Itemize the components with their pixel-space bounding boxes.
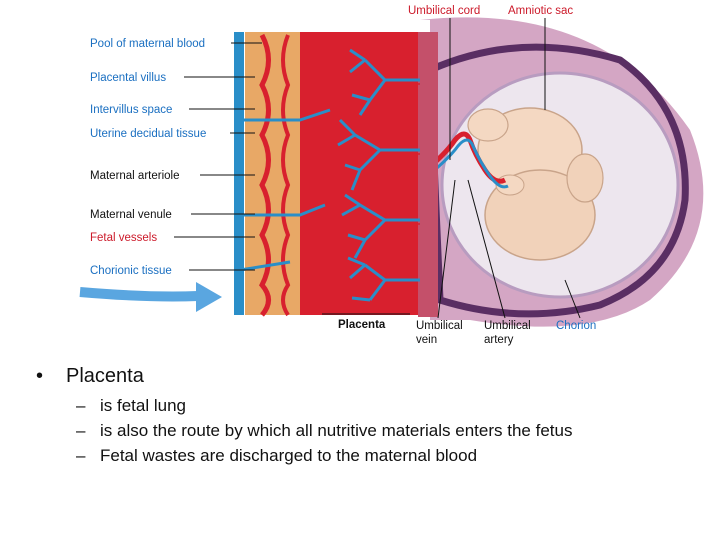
sub-bullet-item: – Fetal wastes are discharged to the mat… bbox=[76, 443, 716, 468]
dash-icon: – bbox=[76, 421, 86, 440]
label-pool: Pool of maternal blood bbox=[90, 38, 205, 50]
bullet-title: Placenta bbox=[66, 365, 144, 387]
dash-icon: – bbox=[76, 396, 86, 415]
sub-bullet-text: is fetal lung bbox=[100, 396, 186, 415]
label-amniotic-sac: Amniotic sac bbox=[508, 5, 573, 17]
chorion-membrane bbox=[426, 43, 689, 318]
label-chorion: Chorion bbox=[556, 320, 596, 332]
label-placenta: Placenta bbox=[338, 319, 386, 331]
label-villus: Placental villus bbox=[90, 72, 166, 84]
label-intervillus: Intervillus space bbox=[90, 104, 172, 116]
bullet-placenta: • Placenta bbox=[36, 363, 716, 389]
label-umbilical-artery: Umbilical bbox=[484, 320, 531, 332]
label-venule: Maternal venule bbox=[90, 209, 172, 221]
chorionic-plate bbox=[418, 32, 438, 317]
dash-icon: – bbox=[76, 446, 86, 465]
label-umbilical-cord: Umbilical cord bbox=[408, 5, 480, 17]
slide-bullets: • Placenta – is fetal lung – is also the… bbox=[36, 363, 716, 468]
fetus bbox=[467, 107, 604, 261]
label-fetal-vessels: Fetal vessels bbox=[90, 232, 157, 244]
placental-villi bbox=[337, 48, 420, 302]
placenta-diagram: Pool of maternal blood Placental villus … bbox=[79, 5, 704, 346]
decidual-tissue bbox=[245, 32, 300, 315]
maternal-vein-channel bbox=[234, 32, 244, 315]
sub-bullet-list: – is fetal lung – is also the route by w… bbox=[76, 393, 716, 468]
label-umbilical-artery-2: artery bbox=[484, 334, 514, 346]
label-decidual: Uterine decidual tissue bbox=[90, 128, 206, 140]
sub-bullet-item: – is fetal lung bbox=[76, 393, 716, 418]
label-chorionic: Chorionic tissue bbox=[90, 265, 172, 277]
label-umbilical-vein-2: vein bbox=[416, 334, 437, 346]
sub-bullet-text: is also the route by which all nutritive… bbox=[100, 421, 573, 440]
sub-bullet-text: Fetal wastes are discharged to the mater… bbox=[100, 446, 478, 465]
sub-bullet-item: – is also the route by which all nutriti… bbox=[76, 418, 716, 443]
label-umbilical-vein: Umbilical bbox=[416, 320, 463, 332]
flow-arrow-icon bbox=[79, 282, 222, 312]
bullet-dot-icon: • bbox=[36, 365, 44, 387]
left-label-group: Pool of maternal blood Placental villus … bbox=[90, 38, 262, 277]
label-arteriole: Maternal arteriole bbox=[90, 170, 179, 182]
